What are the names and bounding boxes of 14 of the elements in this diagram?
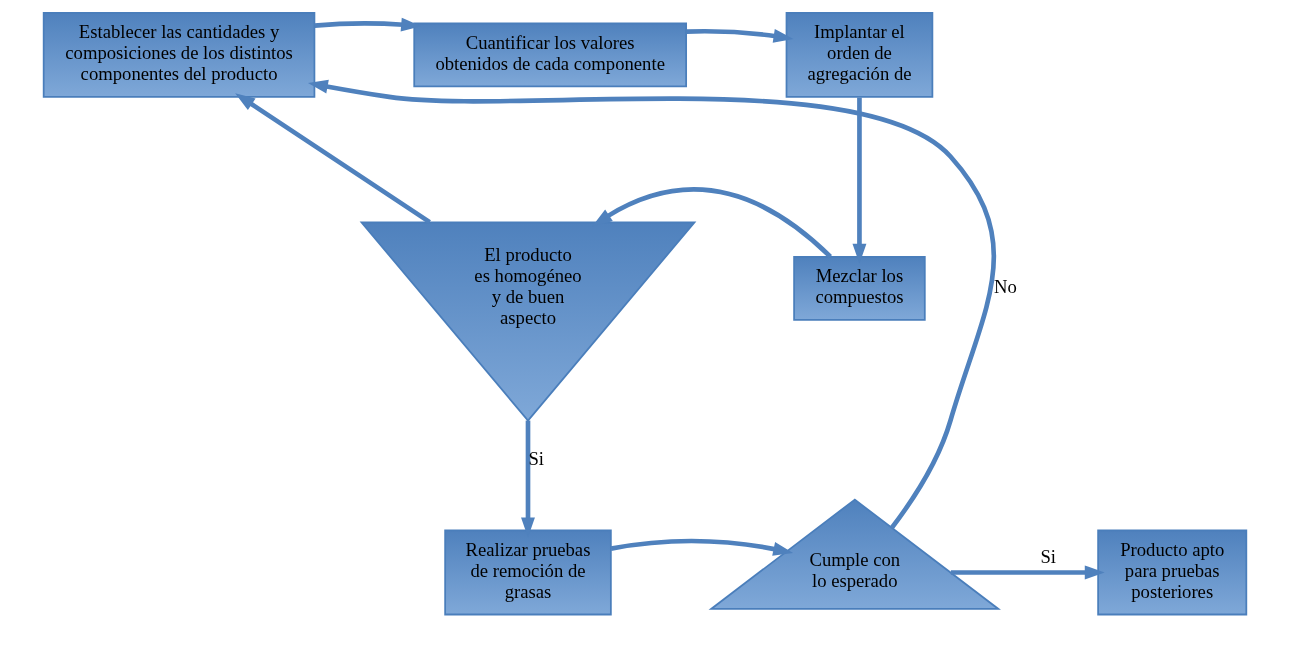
arrow bbox=[950, 565, 1105, 580]
node-box: Mezclar los compuestos bbox=[793, 256, 926, 321]
node-box: Producto apto para pruebas posteriores bbox=[1097, 529, 1248, 616]
node-box: Cuantificar los valores obtenidos de cada componente bbox=[413, 22, 687, 88]
arrow bbox=[592, 187, 832, 259]
node-box: Implantar el orden de agregación de bbox=[785, 12, 934, 98]
edge-label: No bbox=[993, 275, 1017, 297]
arrow bbox=[307, 79, 996, 530]
node-box: Realizar pruebas de remoción de grasas bbox=[444, 529, 612, 616]
node-box: Establecer las cantidades y composiciones de los distintos componentes del producto bbox=[42, 12, 316, 98]
arrow bbox=[235, 93, 431, 225]
arrow bbox=[610, 538, 794, 556]
arrow bbox=[686, 28, 794, 43]
edge-label: Si bbox=[1040, 545, 1057, 567]
